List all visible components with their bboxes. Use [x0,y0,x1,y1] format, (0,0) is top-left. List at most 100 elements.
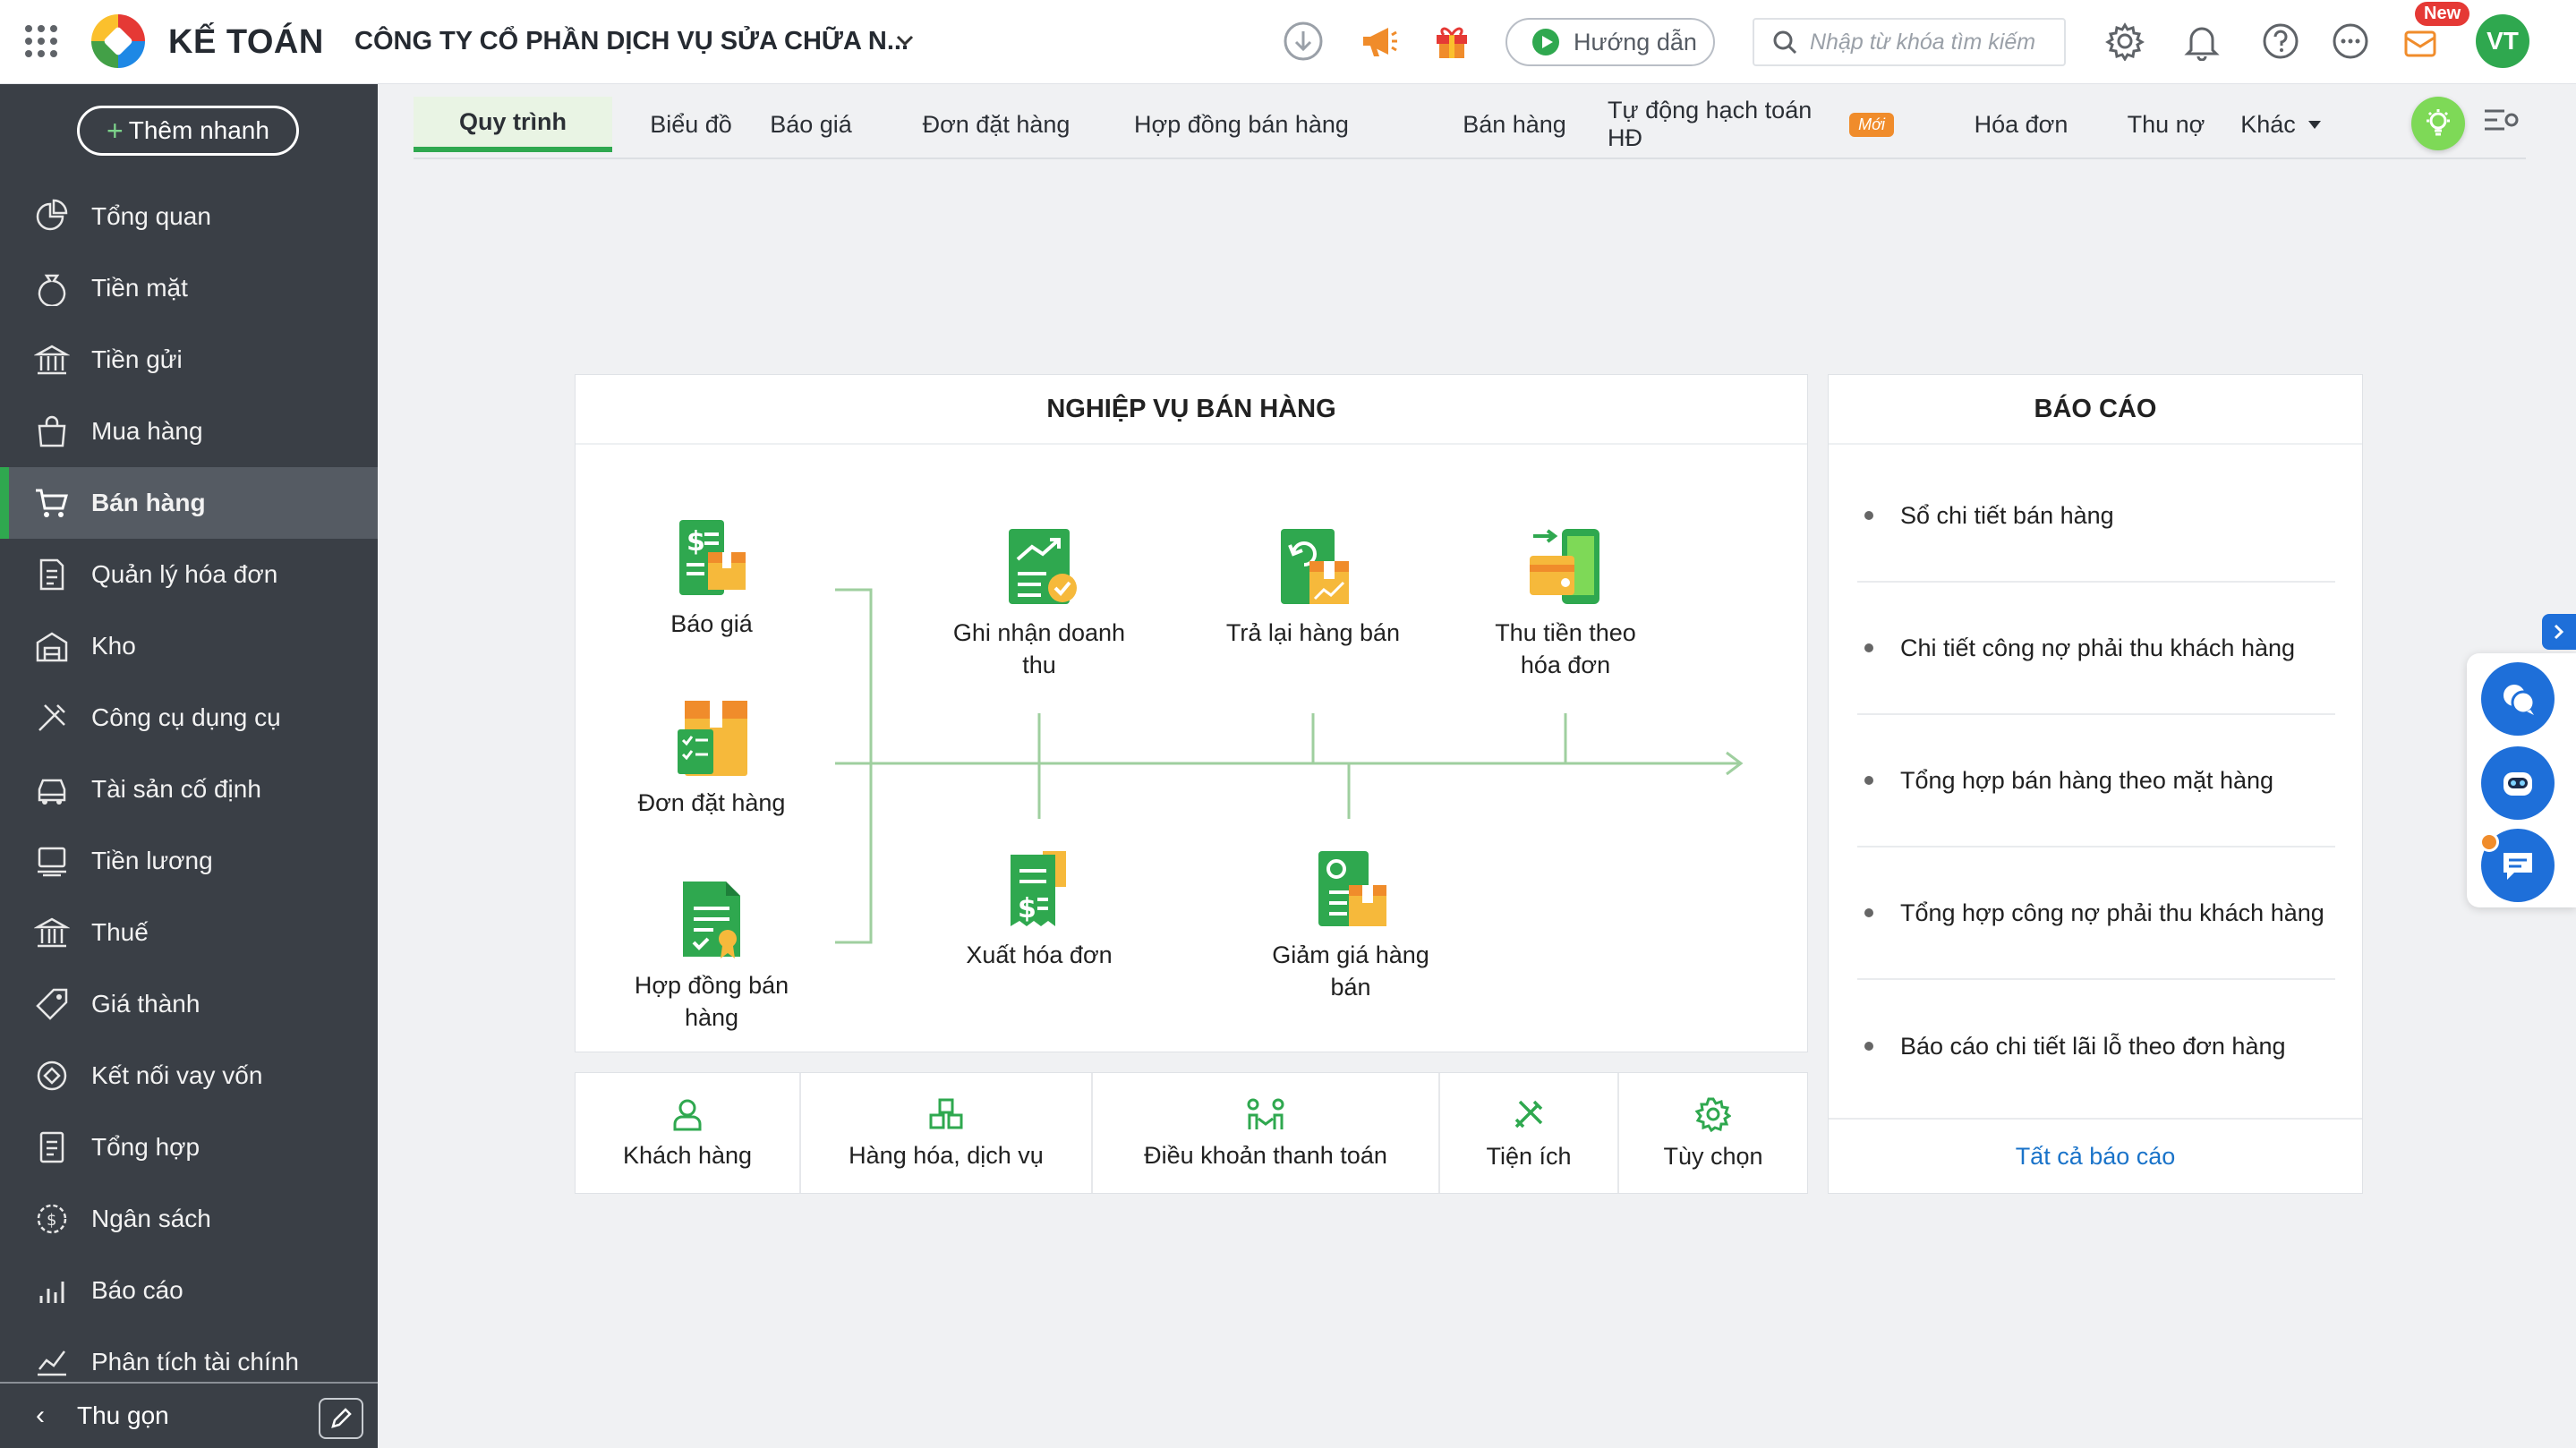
payment-terms-label: Điều khoản thanh toán [1144,1141,1387,1169]
megaphone-icon[interactable] [1357,20,1400,63]
process-step-order[interactable]: Đơn đặt hàng [622,694,801,819]
process-step-collect[interactable]: Thu tiền theo hóa đơn [1476,524,1655,681]
invoice-label: Xuất hóa đơn [966,941,1113,968]
bullet-icon [1864,908,1873,917]
goods-services-label: Hàng hóa, dịch vụ [849,1141,1044,1169]
sidebar-item-2[interactable]: Tiền gửi [0,324,378,396]
sidebar-item-label: Tài sản cố định [91,775,261,803]
quick-add-button[interactable]: +Thêm nhanh [77,106,299,156]
utilities-shortcut[interactable]: Tiện ích [1440,1073,1619,1193]
process-step-quote[interactable]: $ Báo giá [622,515,801,640]
assistant-bot-button[interactable] [2481,746,2555,820]
svg-text:$: $ [687,526,705,558]
app-launcher-icon[interactable] [25,25,57,57]
search-box[interactable] [1753,18,2066,66]
tab-settings-icon[interactable] [2479,98,2522,141]
sidebar-item-16[interactable]: Phân tích tài chính [0,1326,378,1398]
process-step-revenue[interactable]: Ghi nhận doanh thu [950,524,1129,681]
loan-link-icon [34,1058,70,1094]
sidebar-item-label: Kho [91,632,136,660]
options-shortcut[interactable]: Tùy chọn [1619,1073,1807,1193]
sidebar-item-8[interactable]: Tài sản cố định [0,754,378,825]
sidebar-item-0[interactable]: Tổng quan [0,181,378,252]
quote-document-icon: $ [679,520,746,595]
search-input[interactable] [1810,29,2051,55]
sidebar-item-7[interactable]: Công cụ dụng cụ [0,682,378,754]
money-bag-icon [34,270,70,306]
payment-terms-shortcut[interactable]: Điều khoản thanh toán [1093,1073,1440,1193]
tab-3[interactable]: Đơn đặt hàng [897,97,1096,152]
report-item[interactable]: Sổ chi tiết bán hàng [1857,450,2335,583]
tab-label: Tự động hạch toán HĐ [1608,97,1813,151]
tab-2[interactable]: Báo giá [730,97,891,152]
report-item[interactable]: Tổng hợp công nợ phải thu khách hàng [1857,848,2335,980]
customer-shortcut[interactable]: Khách hàng [576,1073,801,1193]
tab-label: Biểu đồ [650,110,732,138]
tab-7[interactable]: Hóa đơn [1944,97,2098,152]
company-selector[interactable]: CÔNG TY CỔ PHẦN DỊCH VỤ SỬA CHỮA N... [354,27,909,55]
options-label: Tùy chọn [1663,1142,1763,1170]
edit-menu-button[interactable] [319,1398,363,1439]
collapse-sidebar-button[interactable]: ‹ Thu gọn [0,1382,378,1448]
tab-4[interactable]: Hợp đồng bán hàng [1110,97,1373,152]
chevron-down-icon[interactable] [891,27,918,54]
collect-payment-icon [1530,529,1599,604]
process-step-contract[interactable]: Hợp đồng bán hàng [622,876,801,1034]
tab-8[interactable]: Thu nợ [2093,97,2239,152]
sidebar-item-13[interactable]: Tổng hợp [0,1112,378,1183]
report-item[interactable]: Tổng hợp bán hàng theo mặt hàng [1857,715,2335,848]
sidebar-item-12[interactable]: Kết nối vay vốn [0,1040,378,1112]
whats-new-icon[interactable] [2399,20,2442,63]
sidebar-item-1[interactable]: Tiền mặt [0,252,378,324]
sidebar-item-9[interactable]: Tiền lương [0,825,378,897]
bell-icon[interactable] [2180,20,2223,63]
sidebar-item-5[interactable]: Quản lý hóa đơn [0,539,378,610]
report-item-label: Chi tiết công nợ phải thu khách hàng [1900,634,2296,661]
process-step-discount[interactable]: Giảm giá hàng bán [1252,846,1449,1003]
user-avatar[interactable]: VT [2476,14,2529,68]
bar-chart-icon [34,1273,70,1308]
chat-support-button[interactable] [2481,662,2555,736]
sidebar-item-4[interactable]: Bán hàng [0,467,378,539]
sidebar-item-label: Tiền mặt [91,274,188,302]
gift-icon[interactable] [1430,20,1473,63]
sidebar-item-10[interactable]: Thuế [0,897,378,968]
tab-9[interactable]: Khác [2231,97,2331,152]
tab-5[interactable]: Bán hàng [1436,97,1593,152]
lightbulb-icon[interactable] [2411,97,2465,150]
process-step-returns[interactable]: Trả lại hàng bán [1224,524,1403,649]
trend-chart-icon [34,1344,70,1380]
report-item[interactable]: Chi tiết công nợ phải thu khách hàng [1857,583,2335,715]
more-icon[interactable] [2329,20,2372,63]
goods-services-shortcut[interactable]: Hàng hóa, dịch vụ [801,1073,1093,1193]
settings-gear-icon[interactable] [2103,20,2146,63]
warehouse-icon [34,628,70,664]
pie-chart-icon [34,199,70,234]
tab-0[interactable]: Quy trình [414,97,612,152]
report-item-label: Tổng hợp bán hàng theo mặt hàng [1900,766,2274,794]
sidebar-item-label: Tiền gửi [91,345,183,373]
returns-icon [1281,529,1349,604]
sidebar-item-3[interactable]: Mua hàng [0,396,378,467]
help-icon[interactable] [2259,20,2302,63]
returns-label: Trả lại hàng bán [1225,619,1401,646]
tab-label: Quy trình [459,107,567,135]
bank-icon [34,342,70,378]
download-icon[interactable] [1282,20,1325,63]
process-step-invoice[interactable]: $ Xuất hóa đơn [950,846,1129,971]
sidebar-item-14[interactable]: $Ngân sách [0,1183,378,1255]
utilities-tools-icon [1514,1100,1543,1128]
collapse-widgets-button[interactable] [2542,614,2576,650]
sidebar-item-15[interactable]: Báo cáo [0,1255,378,1326]
salary-icon [34,843,70,879]
tab-1[interactable]: Biểu đồ [612,97,770,152]
report-item[interactable]: Báo cáo chi tiết lãi lỗ theo đơn hàng [1857,980,2335,1112]
guide-button[interactable]: Hướng dẫn [1506,18,1715,66]
sidebar-item-6[interactable]: Kho [0,610,378,682]
car-icon [34,771,70,807]
sidebar-item-11[interactable]: Giá thành [0,968,378,1040]
feedback-chat-button[interactable] [2481,829,2555,902]
all-reports-link[interactable]: Tất cả báo cáo [1829,1118,2362,1193]
